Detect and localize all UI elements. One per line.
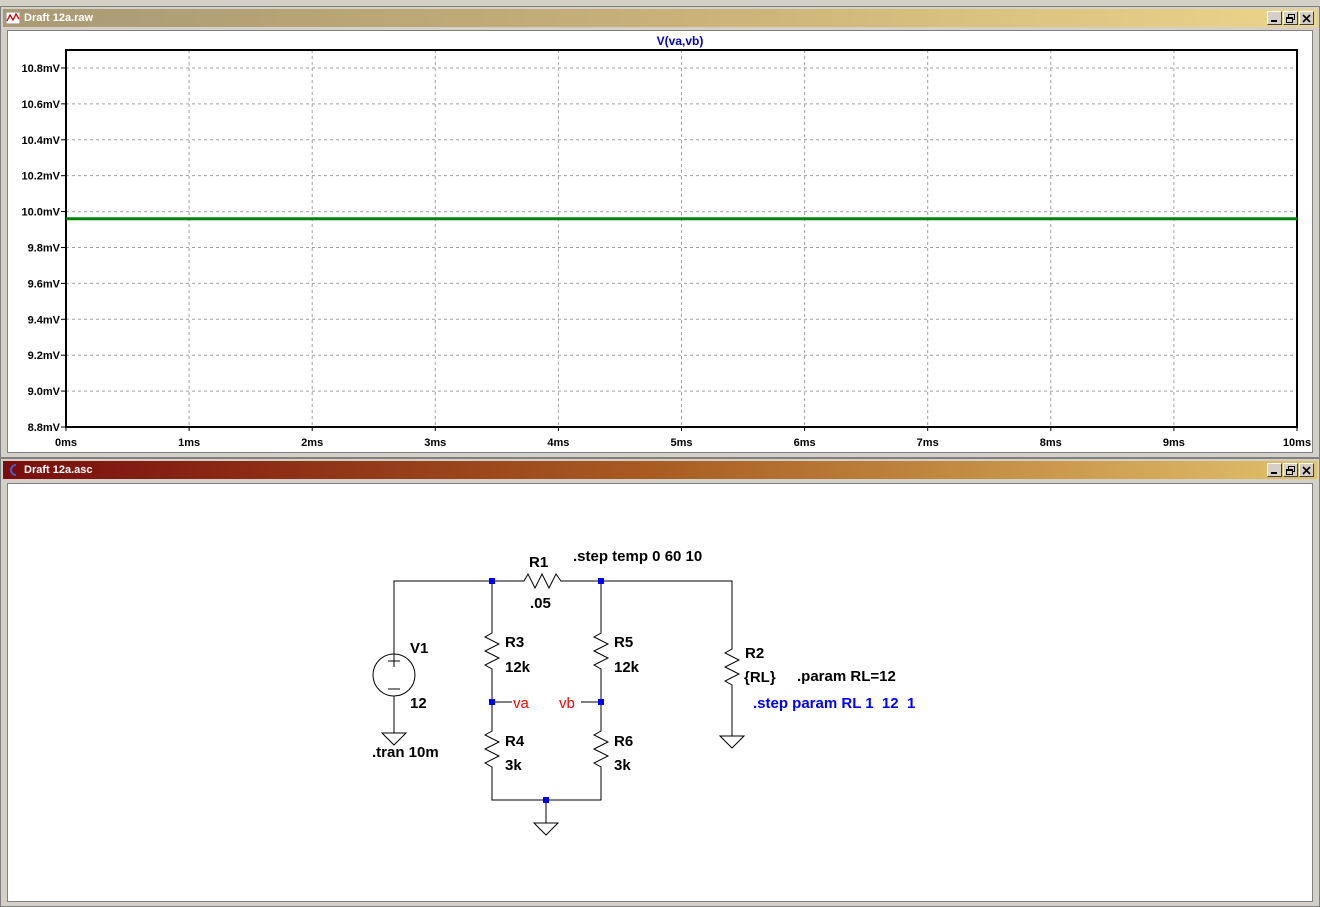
x-tick-label: 10ms <box>1283 437 1311 449</box>
r1-name[interactable]: R1 <box>529 554 548 571</box>
x-tick-label: 7ms <box>917 437 939 449</box>
v1-value[interactable]: 12 <box>410 695 427 712</box>
r3-name[interactable]: R3 <box>505 634 524 651</box>
restore-icon <box>1286 14 1295 23</box>
r2-name[interactable]: R2 <box>745 645 764 662</box>
waveform-titlebar[interactable]: Draft 12a.raw <box>3 9 1317 27</box>
y-tick-label: 9.0mV <box>28 386 61 398</box>
minimize-icon <box>1271 20 1277 22</box>
x-tick-label: 6ms <box>794 437 816 449</box>
y-tick-label: 10.4mV <box>21 135 60 147</box>
net-label-vb[interactable]: vb <box>559 695 575 712</box>
x-tick-label: 0ms <box>55 437 77 449</box>
r5-name[interactable]: R5 <box>614 634 633 651</box>
close-button[interactable] <box>1299 11 1314 25</box>
y-tick-label: 9.6mV <box>28 278 61 290</box>
ground-icon[interactable] <box>380 732 408 746</box>
minimize-icon <box>1271 472 1277 474</box>
v1-symbol[interactable] <box>372 653 416 697</box>
r4-value[interactable]: 3k <box>505 757 522 774</box>
schematic-titlebar[interactable]: Draft 12a.asc <box>3 461 1317 479</box>
waveform-window: Draft 12a.raw V(va,vb) 0ms 1ms 2ms 3ms 4ms 5m… <box>0 6 1320 458</box>
minimize-button[interactable] <box>1267 11 1282 25</box>
restore-button[interactable] <box>1283 463 1298 477</box>
r3-value[interactable]: 12k <box>505 659 531 676</box>
x-tick-label: 1ms <box>178 437 200 449</box>
r1-symbol[interactable] <box>521 572 564 590</box>
r4-name[interactable]: R4 <box>505 733 525 750</box>
waveform-plot-area[interactable]: V(va,vb) 0ms 1ms 2ms 3ms 4ms 5ms 6ms 7ms 8ms 9ms 1… <box>7 30 1313 453</box>
step-param-directive[interactable]: .step param RL 1 12 1 <box>753 695 915 712</box>
schematic-window: Draft 12a.asc <box>0 458 1320 907</box>
schematic-canvas[interactable]: R1 .05 R3 12k R4 3k R5 12k R6 3k R2 {RL}… <box>7 483 1313 902</box>
schematic-app-icon <box>10 464 17 476</box>
y-tick-label: 9.4mV <box>28 314 61 326</box>
v1-name[interactable]: V1 <box>410 640 428 657</box>
axis-ticks: 0ms 1ms 2ms 3ms 4ms 5ms 6ms 7ms 8ms 9ms 10ms 8.8mV 9… <box>21 63 1311 449</box>
schematic-drawing[interactable]: R1 .05 R3 12k R4 3k R5 12k R6 3k R2 {RL}… <box>1 2 1307 836</box>
waveform-plot[interactable]: V(va,vb) 0ms 1ms 2ms 3ms 4ms 5ms 6ms 7ms 8ms 9ms 1… <box>8 31 1312 453</box>
wires <box>393 580 733 823</box>
r6-name[interactable]: R6 <box>614 733 633 750</box>
trace-title[interactable]: V(va,vb) <box>657 34 704 48</box>
r6-symbol[interactable] <box>592 727 610 777</box>
plot-grid <box>66 50 1297 427</box>
r1-value[interactable]: .05 <box>530 595 551 612</box>
minimize-button[interactable] <box>1267 463 1282 477</box>
step-temp-directive[interactable]: .step temp 0 60 10 <box>573 548 702 565</box>
restore-button[interactable] <box>1283 11 1298 25</box>
ground-icon[interactable] <box>532 822 560 836</box>
tran-directive[interactable]: .tran 10m <box>372 744 439 761</box>
y-tick-label: 10.6mV <box>21 99 60 111</box>
junction-nodes <box>489 578 604 803</box>
r6-value[interactable]: 3k <box>614 757 631 774</box>
close-icon <box>1302 14 1311 23</box>
x-tick-label: 3ms <box>424 437 446 449</box>
y-tick-label: 10.0mV <box>21 207 60 219</box>
y-tick-label: 10.2mV <box>21 171 60 183</box>
ground-icon[interactable] <box>718 735 746 749</box>
param-directive[interactable]: .param RL=12 <box>797 668 896 685</box>
waveform-app-icon <box>6 12 20 24</box>
x-tick-label: 5ms <box>670 437 692 449</box>
x-tick-label: 9ms <box>1163 437 1185 449</box>
y-tick-label: 10.8mV <box>21 63 60 75</box>
waveform-window-title: Draft 12a.raw <box>24 12 94 24</box>
r5-symbol[interactable] <box>592 629 610 677</box>
y-tick-label: 9.8mV <box>28 242 61 254</box>
x-tick-label: 2ms <box>301 437 323 449</box>
r2-symbol[interactable] <box>723 645 741 690</box>
r3-symbol[interactable] <box>483 629 501 677</box>
r5-value[interactable]: 12k <box>614 659 640 676</box>
y-tick-label: 8.8mV <box>28 422 61 434</box>
net-label-va[interactable]: va <box>513 695 530 712</box>
x-tick-label: 8ms <box>1040 437 1062 449</box>
r4-symbol[interactable] <box>483 727 501 777</box>
restore-icon <box>1286 466 1295 475</box>
close-button[interactable] <box>1299 463 1314 477</box>
y-tick-label: 9.2mV <box>28 350 61 362</box>
close-icon <box>1302 466 1311 475</box>
schematic-window-title: Draft 12a.asc <box>24 464 93 476</box>
r2-value[interactable]: {RL} <box>744 669 776 686</box>
x-tick-label: 4ms <box>547 437 569 449</box>
